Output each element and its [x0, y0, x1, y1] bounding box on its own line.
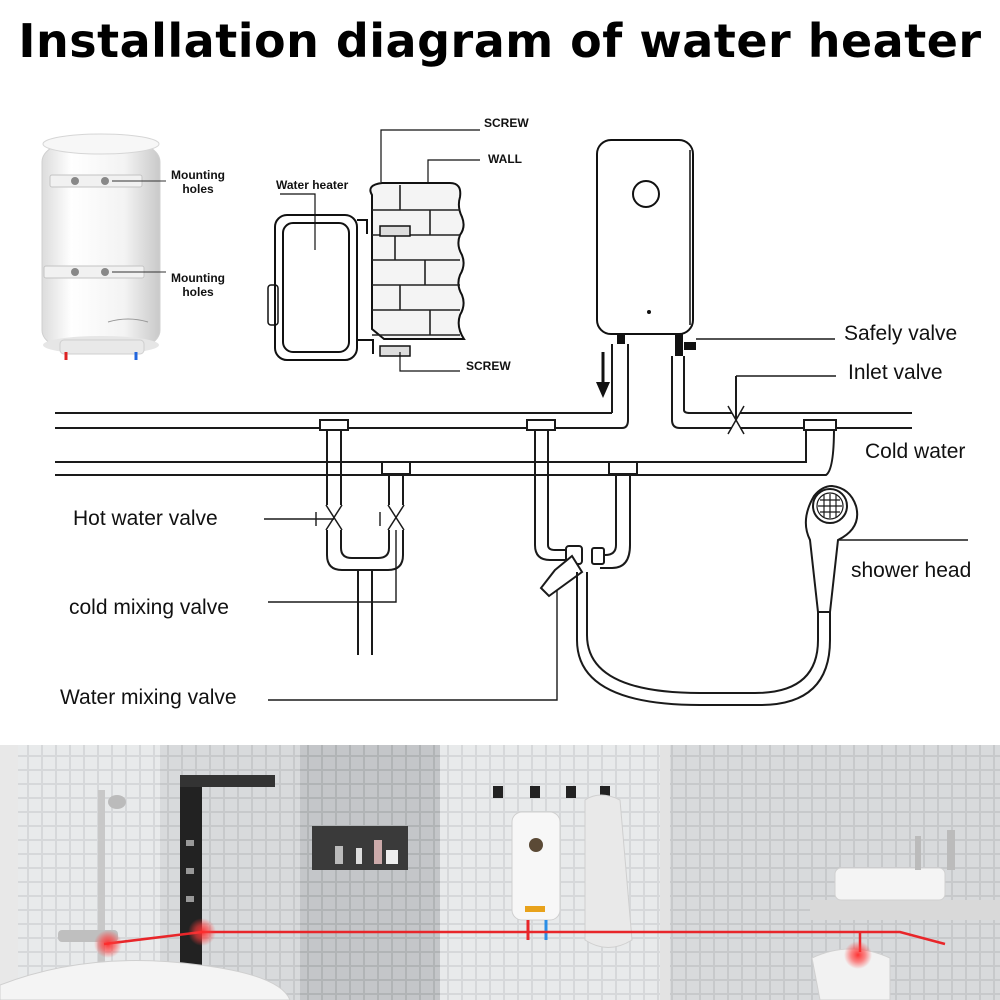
water-mixing-valve-label: Water mixing valve [60, 686, 237, 709]
screw-label-top: SCREW [484, 116, 529, 130]
shower-head-label: shower head [851, 559, 972, 582]
safety-valve-label: Safely valve [844, 322, 958, 345]
mounting-holes-label-top-line1: Mounting [171, 168, 225, 182]
mounting-holes-label-bottom: Mounting holes [166, 271, 230, 299]
shower-head-icon [816, 492, 844, 520]
wall-heater-unit [596, 139, 696, 356]
water-heater-tank-photo [41, 133, 166, 360]
mounting-holes-label-top-line2: holes [182, 182, 214, 196]
mount-hole-icon [71, 268, 79, 276]
down-arrow-icon [596, 352, 610, 398]
mounting-holes-label-bottom-line1: Mounting [171, 271, 225, 285]
inlet-valve-label: Inlet valve [848, 361, 943, 384]
water-heater-detail-label: Water heater [276, 178, 349, 192]
page-title: Installation diagram of water heater [18, 14, 982, 68]
mounting-holes-label-bottom-line2: holes [182, 285, 214, 299]
screw-label-bottom: SCREW [466, 359, 511, 373]
mounting-holes-label-top: Mounting holes [166, 168, 230, 196]
mount-hole-icon [71, 177, 79, 185]
wall-mount-detail [267, 129, 480, 372]
mount-hole-icon [101, 268, 109, 276]
wall-label: WALL [488, 152, 522, 166]
pipe-network [55, 338, 968, 706]
cold-mixing-valve-label: cold mixing valve [69, 596, 229, 619]
mount-hole-icon [101, 177, 109, 185]
hot-water-valve-label: Hot water valve [73, 507, 218, 530]
cold-water-label: Cold water [865, 440, 966, 463]
bathroom-photo [0, 745, 1000, 1000]
